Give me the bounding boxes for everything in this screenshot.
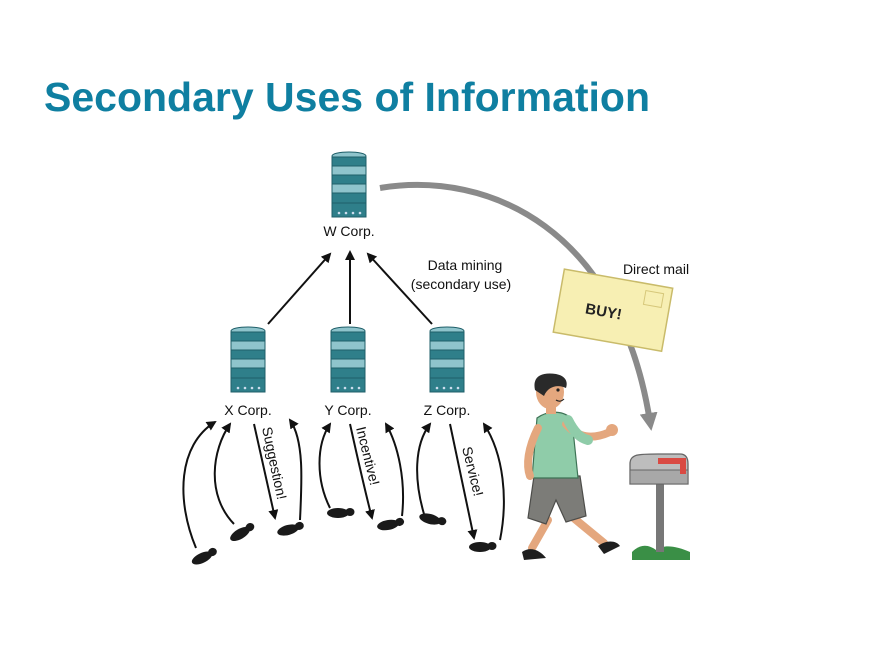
z-to-w-arrow	[366, 252, 433, 325]
x-inflow-arrow-3	[288, 418, 303, 521]
data-mining-label: Data mining	[428, 257, 503, 273]
z-inflow-arrow-1	[416, 422, 432, 515]
x-suggestion-arrow	[253, 423, 279, 520]
footprint-icon	[418, 511, 448, 529]
footprint-icon	[189, 546, 220, 568]
x-corp-server-icon	[230, 326, 266, 393]
w-corp-label: W Corp.	[323, 223, 374, 239]
x-to-w-arrow	[267, 252, 332, 325]
y-inflow-arrow-1	[318, 422, 332, 509]
y-incentive-arrow	[349, 423, 375, 520]
slide-title: Secondary Uses of Information	[44, 74, 651, 120]
y-corp-server-icon	[330, 326, 366, 393]
x-inflow-arrow-2	[213, 422, 235, 525]
y-corp-label: Y Corp.	[324, 402, 371, 418]
footprint-icon	[276, 520, 306, 538]
direct-mail-arrow	[379, 182, 658, 431]
footprint-icon	[327, 508, 355, 518]
footprint-icon	[227, 521, 257, 544]
mailbox-icon	[629, 453, 690, 560]
y-inflow-arrow-2	[385, 422, 405, 517]
z-corp-label: Z Corp.	[424, 402, 471, 418]
footprint-icon	[469, 542, 497, 552]
walking-person-illustration	[522, 373, 620, 560]
x-corp-label: X Corp.	[224, 402, 271, 418]
x-inflow-arrow-1	[182, 420, 217, 549]
secondary-use-label: (secondary use)	[411, 276, 511, 292]
z-service-arrow	[449, 423, 478, 540]
z-inflow-arrow-2	[482, 422, 505, 541]
direct-mail-label: Direct mail	[623, 261, 689, 277]
envelope-icon: BUY!	[552, 268, 674, 353]
z-corp-server-icon	[429, 326, 465, 393]
envelope-text: BUY!	[584, 301, 623, 324]
footprint-icon	[376, 517, 406, 532]
w-corp-server-icon	[331, 151, 367, 218]
